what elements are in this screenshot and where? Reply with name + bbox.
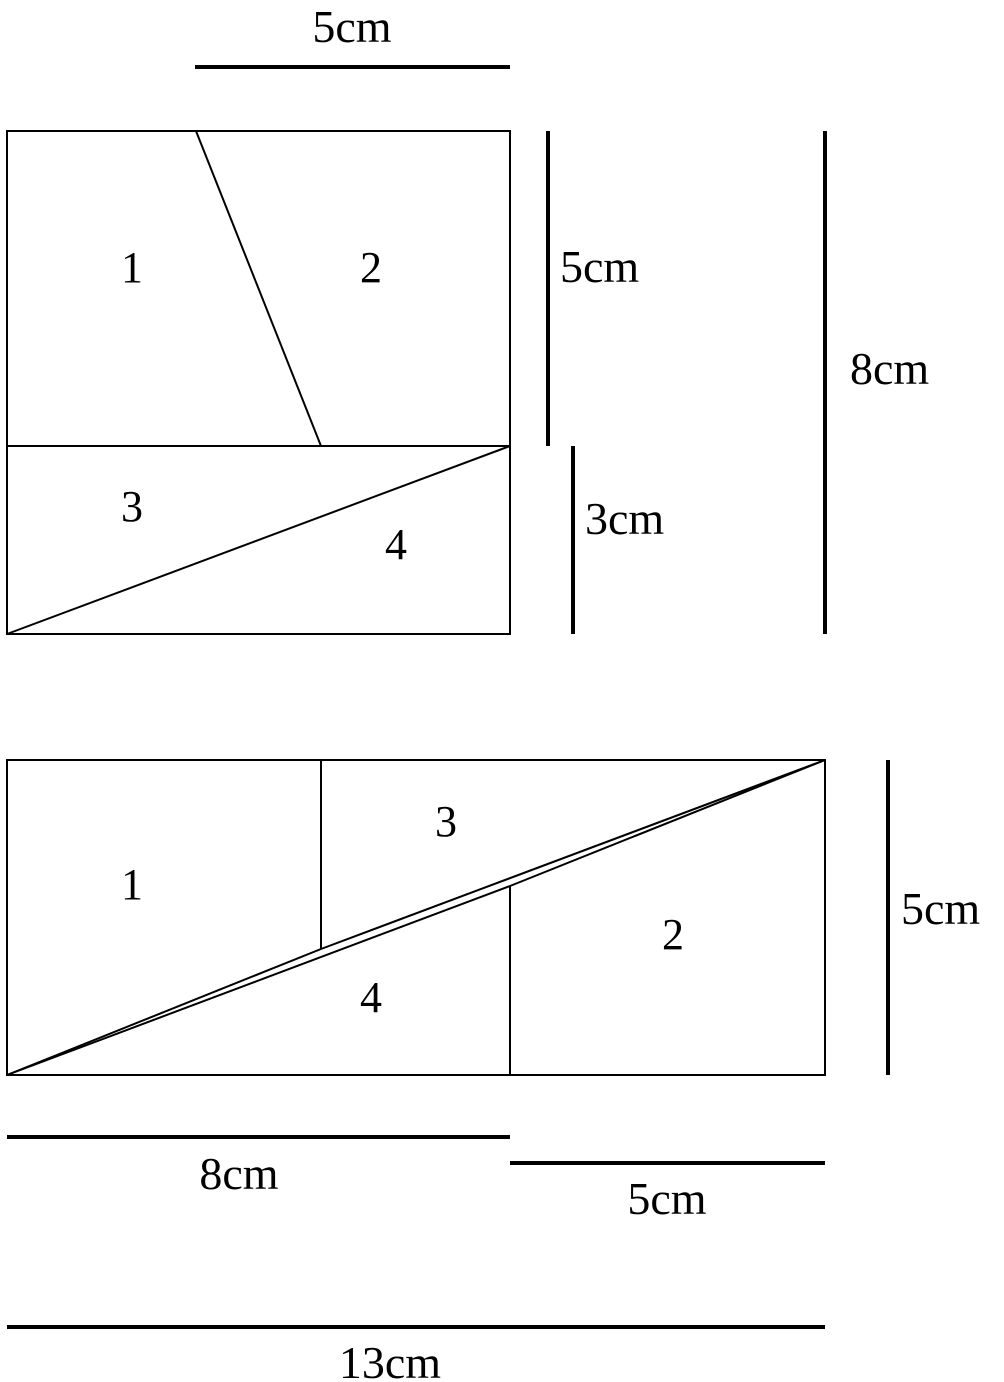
rectangle-piece-2-label: 2 <box>662 910 684 959</box>
rectangle-right-width-label: 5cm <box>627 1173 706 1224</box>
square-outline <box>6 130 511 635</box>
square-piece-3-label: 3 <box>121 482 143 531</box>
rectangle-dimension-bars <box>7 760 890 1329</box>
rectangle-height-label: 5cm <box>901 883 980 934</box>
rectangle-left-width-label: 8cm <box>199 1148 278 1199</box>
square-piece-2-label: 2 <box>360 243 382 292</box>
rectangle-piece-3-label: 3 <box>435 797 457 846</box>
rectangle-upper-diagonal <box>6 759 826 1076</box>
square-piece-1-label: 1 <box>121 243 143 292</box>
square-lower-height-label: 3cm <box>585 493 664 544</box>
square-total-height-label: 8cm <box>850 343 929 394</box>
square-dimension-bars <box>195 65 827 634</box>
rectangle-total-width-label: 13cm <box>339 1337 441 1382</box>
rectangle-lower-diagonal <box>6 759 826 1076</box>
square-top-width-label: 5cm <box>312 1 391 52</box>
square-slanted-cut <box>195 130 322 447</box>
square-piece-4-label: 4 <box>385 520 407 569</box>
rectangle-piece-4-label: 4 <box>360 973 382 1022</box>
rectangle-piece-1-label: 1 <box>121 860 143 909</box>
rectangle-figure <box>6 759 826 1076</box>
square-figure <box>6 130 511 635</box>
rectangle-outline <box>6 759 826 1076</box>
square-diagonal-cut <box>6 445 511 635</box>
square-upper-height-label: 5cm <box>560 241 639 292</box>
